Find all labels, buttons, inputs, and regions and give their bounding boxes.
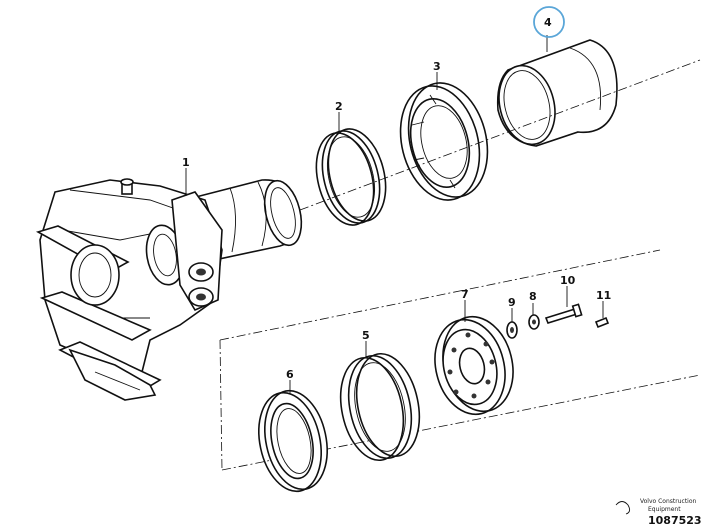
- frame-top-line: [219, 249, 661, 341]
- callout-5: 5: [362, 329, 370, 342]
- callout-6: 6: [286, 368, 294, 381]
- bolt-10: [544, 303, 583, 324]
- upper-centerline: [299, 59, 701, 211]
- callout-2: 2: [335, 100, 343, 113]
- seal-ring-2: [315, 128, 387, 226]
- tapered-bearing-3: [399, 82, 489, 201]
- footer: Volvo Construction Equipment 1087523: [615, 498, 702, 527]
- volvo-mark-icon: [615, 501, 631, 515]
- leader-lines: [185, 35, 604, 394]
- washer-9: [506, 321, 518, 339]
- frame-left-line: [219, 339, 223, 471]
- callout-11: 11: [596, 289, 611, 302]
- bolt-11: [594, 316, 610, 329]
- hub-flange-7: [434, 315, 514, 416]
- highlight-ring: [533, 6, 565, 38]
- callout-8: 8: [529, 290, 537, 303]
- sleeve-4: [496, 39, 618, 147]
- callout-1: 1: [182, 156, 190, 169]
- seal-6: [258, 389, 328, 493]
- callout-3: 3: [433, 60, 441, 73]
- ring-5: [339, 352, 421, 462]
- callout-4: 4: [544, 16, 552, 29]
- footer-line1: Volvo Construction: [640, 498, 697, 505]
- nut-8: [528, 314, 540, 330]
- footer-line2: Equipment: [648, 506, 681, 513]
- callout-9: 9: [508, 296, 516, 309]
- drawing-number: 1087523: [648, 514, 702, 527]
- callout-7: 7: [461, 288, 469, 301]
- callout-10: 10: [560, 274, 576, 287]
- axle-housing: [35, 178, 303, 401]
